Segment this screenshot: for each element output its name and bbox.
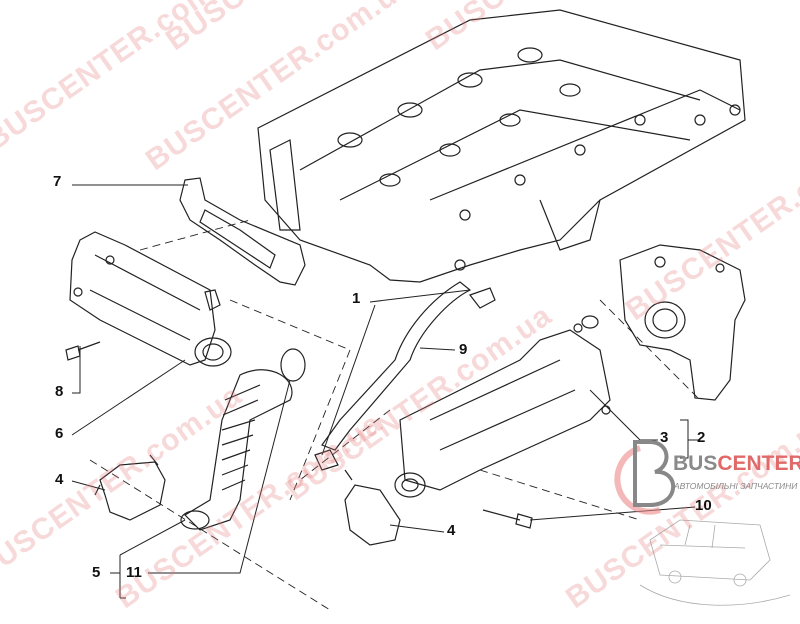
o-ring <box>280 348 306 382</box>
clamp-right <box>344 469 401 546</box>
gasket <box>179 177 306 286</box>
corrugated-hose <box>180 369 293 531</box>
callout-11: 11 <box>126 564 142 581</box>
callout-7: 7 <box>53 173 62 190</box>
cylinder-head <box>257 9 746 283</box>
callout-10: 10 <box>695 497 712 514</box>
buscenter-logo: BUSCENTER АВТОМОБІЛЬНІ ЗАПЧАСТИНИ <box>618 440 800 510</box>
hose <box>321 281 472 451</box>
callout-6: 6 <box>55 425 64 442</box>
logo-wordmark: BUSCENTER <box>673 452 800 476</box>
clamp-left <box>94 454 166 521</box>
egr-cooler-left <box>69 231 232 367</box>
egr-cooler-right <box>394 315 611 498</box>
callout-5: 5 <box>92 564 101 581</box>
bolt-long <box>482 509 533 529</box>
callout-9: 9 <box>459 341 468 358</box>
callout-4-left: 4 <box>55 471 64 488</box>
guide-lines <box>89 219 701 611</box>
van-illustration <box>639 519 791 606</box>
callout-4-right: 4 <box>447 522 456 539</box>
hose-clamp-top <box>469 287 496 309</box>
callout-8: 8 <box>55 383 64 400</box>
logo-b-mark <box>614 440 676 515</box>
egr-valve-housing <box>619 244 746 401</box>
callout-2: 2 <box>697 429 706 446</box>
leader-lines <box>71 184 700 599</box>
hose-clamp-bottom <box>314 449 339 471</box>
callout-1: 1 <box>352 290 361 307</box>
logo-center: CENTER <box>717 452 800 475</box>
callout-3: 3 <box>660 429 669 446</box>
logo-bus: BUS <box>673 452 718 475</box>
bolt <box>65 341 101 361</box>
logo-tagline: АВТОМОБІЛЬНІ ЗАПЧАСТИНИ <box>674 481 798 491</box>
